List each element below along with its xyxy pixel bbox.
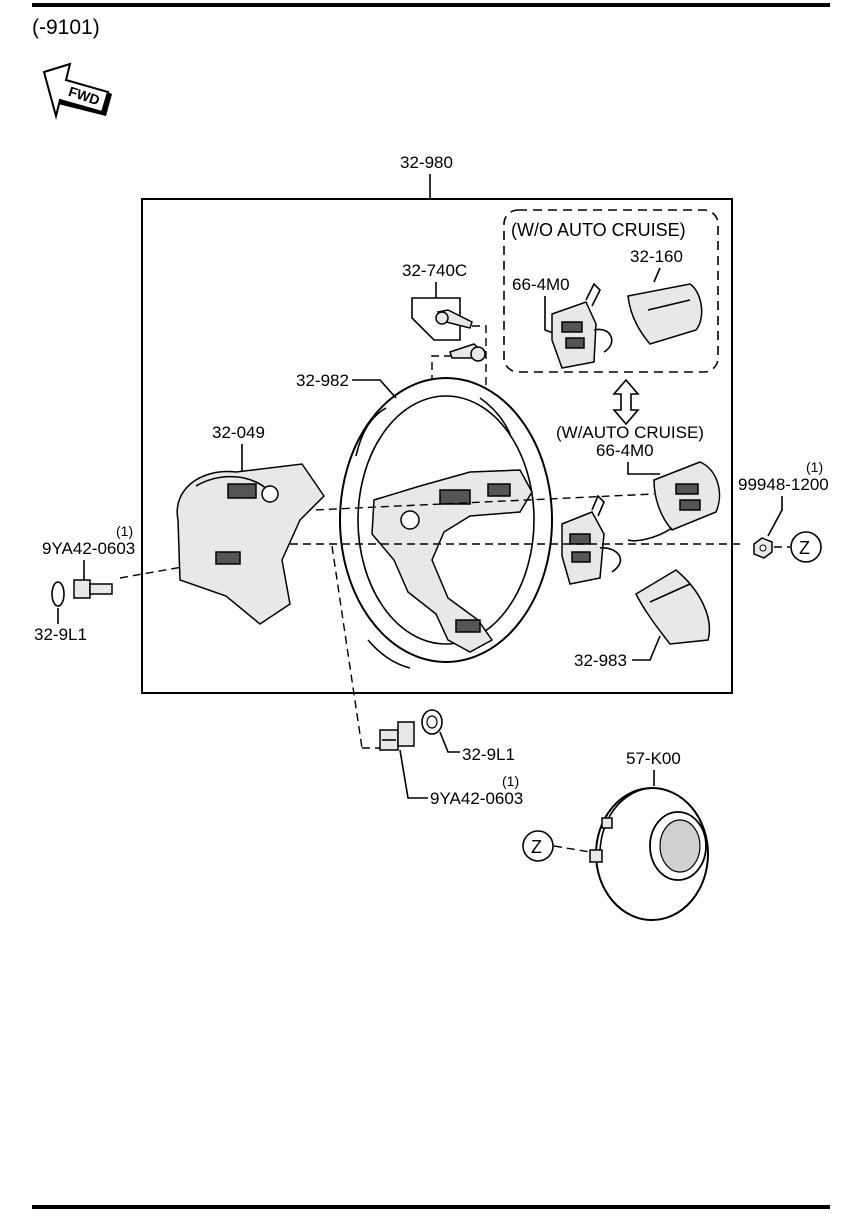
rear-cover-part xyxy=(176,463,325,625)
bottom-rule xyxy=(32,1205,830,1209)
label-airbag: 57-K00 xyxy=(626,749,681,768)
washer-left-part xyxy=(51,581,65,607)
switch-w-cruise-part xyxy=(627,461,721,542)
airbag-part xyxy=(589,787,709,921)
label-screw-set: 32-740C xyxy=(402,261,467,280)
label-bolt-bottom: 9YA42-0603 xyxy=(430,789,523,808)
assembly-frame xyxy=(141,198,733,694)
label-nut: 99948-1200 xyxy=(738,475,829,494)
label-wheel: 32-982 xyxy=(296,371,349,390)
washer-bottom-part xyxy=(421,709,443,735)
header-code: (-9101) xyxy=(32,16,100,39)
label-assembly: 32-980 xyxy=(400,153,453,172)
trim-wo-cruise-part xyxy=(627,283,703,345)
bolt-bottom-part xyxy=(379,721,415,751)
nut-part xyxy=(753,537,773,559)
label-rear-cover: 32-049 xyxy=(212,423,265,442)
label-bolt-left-qty: (1) xyxy=(116,523,133,539)
label-bolt-bottom-qty: (1) xyxy=(502,773,519,789)
trim-lower-part xyxy=(635,569,711,645)
label-trim-lower: 32-983 xyxy=(574,651,627,670)
top-rule xyxy=(32,3,830,7)
label-w-cruise: (W/AUTO CRUISE) xyxy=(556,423,704,442)
ref-z-right-marker xyxy=(790,531,822,563)
screw-part xyxy=(435,309,486,362)
label-washer-left: 32-9L1 xyxy=(34,625,87,644)
switch-w-cruise-left-part xyxy=(561,494,622,585)
swap-arrow-icon xyxy=(612,378,640,426)
label-wo-cruise: (W/O AUTO CRUISE) xyxy=(511,220,686,240)
bolt-left-part xyxy=(73,579,113,599)
wo-cruise-box xyxy=(503,209,719,373)
label-bolt-left: 9YA42-0603 xyxy=(42,539,135,558)
steering-wheel-part xyxy=(339,377,553,669)
ref-z-airbag: Z xyxy=(531,837,542,857)
label-switch-w-cruise: 66-4M0 xyxy=(596,441,654,460)
switch-wo-cruise-part xyxy=(551,282,613,369)
ref-z-right: Z xyxy=(799,538,810,558)
ref-z-airbag-marker xyxy=(522,830,554,862)
label-nut-qty: (1) xyxy=(806,459,823,475)
fwd-arrow-icon: FWD xyxy=(42,62,112,120)
label-trim-wo-cruise: 32-160 xyxy=(630,247,683,266)
label-switch-wo-cruise: 66-4M0 xyxy=(512,275,570,294)
label-washer-bottom: 32-9L1 xyxy=(462,745,515,764)
